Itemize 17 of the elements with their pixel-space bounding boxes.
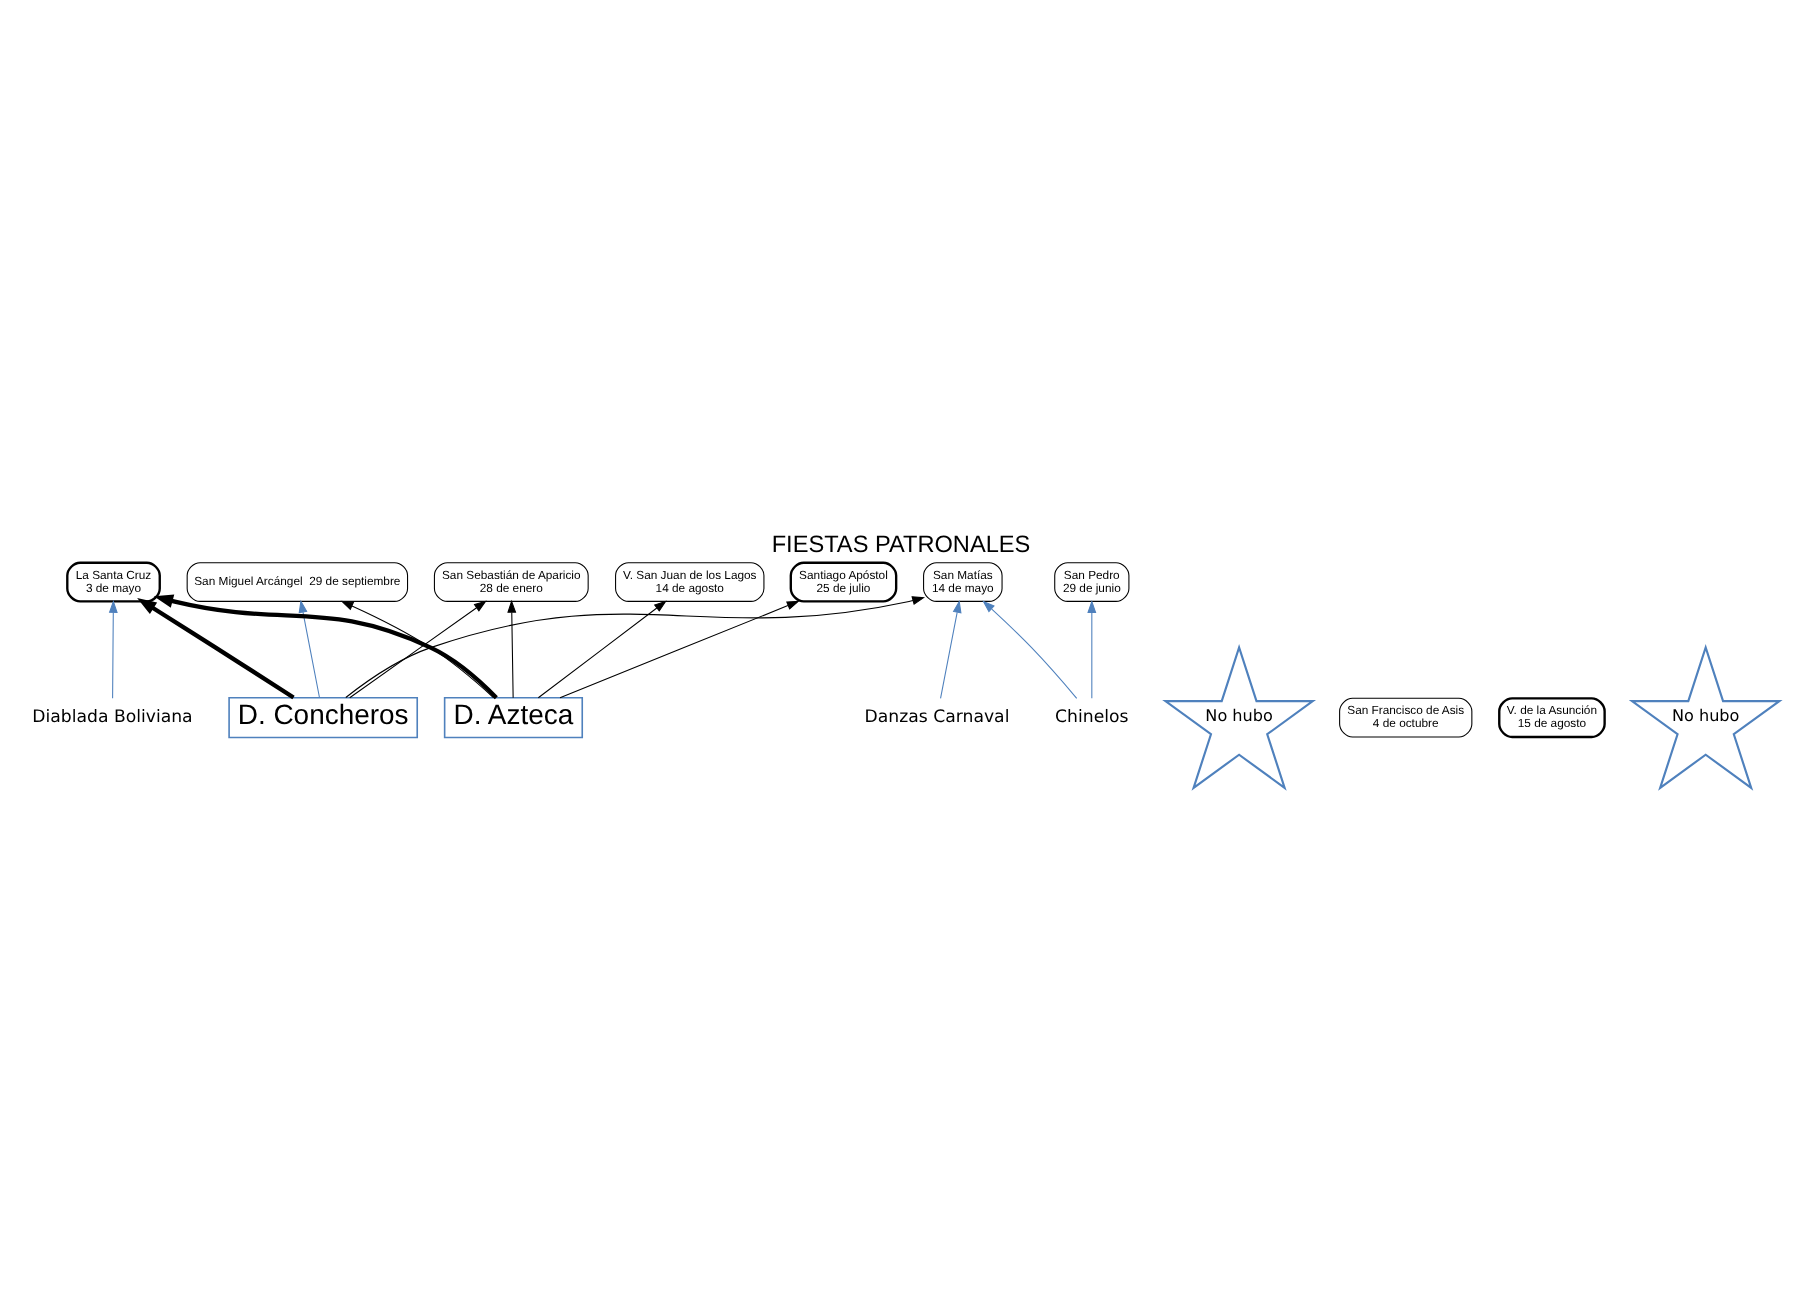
arrow	[108, 598, 118, 698]
node-box: D. Concheros	[228, 695, 419, 738]
node-text: Diablada Boliviana	[32, 706, 193, 727]
arrow	[507, 598, 517, 698]
node-box: D. Azteca	[443, 695, 584, 738]
diagram-title: FIESTAS PATRONALES	[771, 528, 1031, 557]
node-text: Chinelos	[1055, 706, 1129, 727]
arrow	[559, 599, 800, 698]
arrow	[982, 599, 1078, 698]
arrow	[537, 599, 667, 698]
arrow	[137, 596, 295, 699]
arrow	[940, 599, 962, 698]
arrow	[153, 593, 498, 699]
arrow	[1087, 598, 1097, 698]
arrow	[298, 598, 321, 698]
arrow	[345, 595, 926, 697]
node-text: Danzas Carnaval	[864, 706, 1010, 727]
